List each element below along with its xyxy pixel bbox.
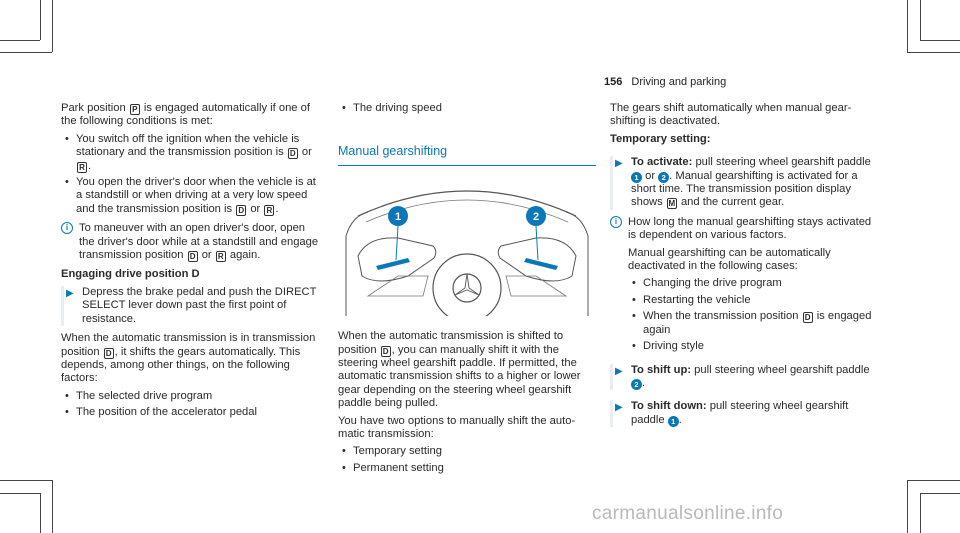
figure-background (338, 175, 596, 316)
wheel-right-edge (565, 211, 589, 316)
instruction-step: ▶ To shift down: pull steering wheel gea… (610, 400, 872, 428)
crop-mark (920, 493, 960, 494)
crop-mark (52, 0, 53, 52)
drive-symbol: D (287, 148, 298, 160)
page-header: 156 Driving and parking (604, 76, 726, 88)
column-right: The gears shift automatically when manua… (610, 102, 872, 433)
body-paragraph: When the automatic transmission is in tr… (61, 332, 316, 385)
list-item: You switch off the ignition when the veh… (61, 133, 323, 173)
reverse-symbol: R (215, 251, 226, 263)
column-left: Park position P is engaged automatically… (61, 102, 323, 423)
section-heading: Temporary setting: (610, 132, 711, 145)
paddle-badge-2: 2 (631, 378, 642, 390)
star-emblem (454, 273, 480, 296)
crop-mark (907, 480, 960, 481)
right-spoke (497, 237, 577, 282)
list-item: Permanent setting (338, 462, 596, 476)
chapter-title: Driving and parking (631, 76, 727, 88)
list-item: The selected drive program (61, 390, 323, 404)
left-gearshift-paddle (376, 257, 410, 270)
page-number: 156 (604, 76, 623, 88)
paddle-badge-1: 1 (631, 171, 642, 183)
info-note: i To maneuver with an open driver's door… (61, 222, 323, 263)
column-middle: The driving speed Manual gearshifting 1 … (338, 102, 596, 478)
list-item: Temporary setting (338, 445, 596, 459)
right-gearshift-paddle (524, 257, 558, 270)
step-arrow-icon: ▶ (615, 365, 623, 377)
step-arrow-icon: ▶ (615, 402, 623, 414)
body-paragraph: When the automatic transmission is shift… (338, 330, 581, 410)
left-button-pad (366, 275, 429, 297)
paddle-badge-2: 2 (658, 171, 670, 183)
callout-badge-2 (526, 205, 546, 226)
steering-wheel-illustration: 1 2 (338, 175, 596, 323)
manual-symbol: M (666, 198, 677, 210)
section-title: Manual gearshifting (338, 145, 596, 166)
callout-label-2: 2 (533, 211, 539, 223)
drive-symbol: D (802, 312, 813, 324)
list-item: The driving speed (338, 102, 596, 116)
list-item: When the transmission position D is enga… (628, 310, 872, 337)
section-heading: Engaging drive position D (61, 268, 200, 281)
instruction-step: ▶ To shift up: pull steering wheel gears… (610, 363, 872, 391)
list-item: Restarting the vehicle (628, 294, 872, 308)
paddle-badge-1: 1 (667, 415, 679, 427)
crop-mark (40, 493, 41, 533)
crop-mark (52, 480, 53, 533)
left-spoke (357, 237, 437, 282)
callout-line-1 (395, 225, 399, 260)
drive-symbol: D (187, 251, 198, 263)
wheel-left-edge (345, 211, 369, 316)
intro-paragraph: Park position P is engaged automatically… (61, 102, 310, 128)
list-item: Driving style (628, 340, 872, 354)
body-paragraph: You have two options to manually shift t… (338, 414, 576, 441)
crop-mark (0, 493, 40, 494)
list-item: You open the driver's door when the vehi… (61, 176, 323, 216)
drive-symbol: D (380, 345, 391, 357)
watermark: carmanualsonline.info (592, 503, 784, 524)
drive-symbol: D (103, 347, 114, 359)
crop-mark (0, 480, 52, 481)
crop-mark (0, 40, 40, 41)
callout-badge-1 (388, 205, 408, 226)
step-arrow-icon: ▶ (615, 158, 623, 170)
drive-symbol: D (236, 204, 247, 216)
crop-mark (920, 40, 960, 41)
reverse-symbol: R (77, 161, 87, 173)
crop-mark (907, 480, 908, 533)
instruction-step: ▶ Depress the brake pedal and push the D… (61, 285, 323, 327)
callout-line-2 (535, 225, 539, 260)
list-item: Changing the drive program (628, 277, 872, 291)
crop-mark (907, 52, 960, 53)
right-button-pad (505, 275, 568, 297)
info-icon: i (61, 222, 73, 235)
reverse-symbol: R (264, 204, 275, 216)
instruction-step: ▶ To activate: pull steering wheel gears… (610, 156, 872, 210)
crop-mark (0, 52, 52, 53)
park-symbol: P (129, 104, 140, 115)
crop-mark (907, 0, 908, 52)
info-icon: i (610, 215, 622, 228)
info-note: i How long the manual gearshifting stays… (610, 215, 872, 354)
crop-mark (920, 493, 921, 533)
list-item: The position of the accelerator pedal (61, 406, 323, 420)
wheel-rim-outer (357, 190, 577, 217)
callout-label-1: 1 (395, 211, 401, 223)
body-paragraph: The gears shift automatically when manua… (610, 102, 852, 128)
crop-mark (920, 0, 921, 40)
step-arrow-icon: ▶ (66, 287, 74, 299)
crop-mark (40, 0, 41, 40)
